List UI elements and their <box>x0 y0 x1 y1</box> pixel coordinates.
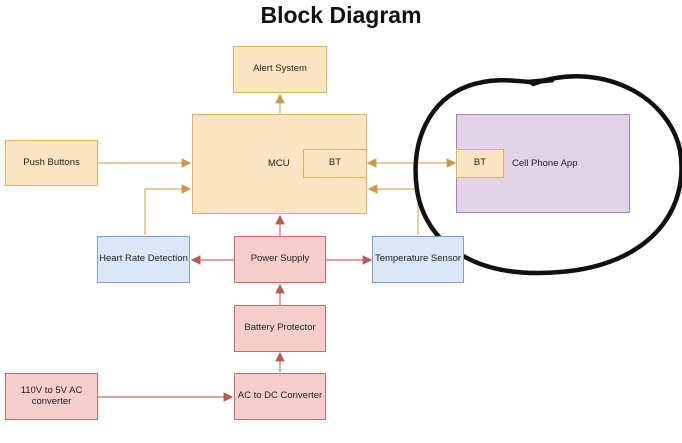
annotation-circle <box>413 74 682 276</box>
ac-to-dc-converter-block: AC to DC Converter <box>234 373 326 420</box>
mcu-bt-block: BT <box>303 149 367 178</box>
mcu-bt-label: BT <box>328 157 342 169</box>
ac-input-label: 110V to 5V AC converter <box>20 384 83 407</box>
arrow-heart-to-mcu <box>144 184 192 235</box>
phone-bt-block: BT <box>456 149 504 178</box>
battery-protector-label: Battery Protector <box>244 322 316 334</box>
cell-phone-app-label: Cell Phone App <box>512 158 578 169</box>
temperature-sensor-label: Temperature Sensor <box>374 253 462 265</box>
ac-to-dc-converter-label: AC to DC Converter <box>237 390 323 402</box>
annotation-circle-tail <box>527 77 555 85</box>
temperature-sensor-block: Temperature Sensor <box>372 236 464 283</box>
mcu-label: MCU <box>268 158 290 169</box>
power-supply-block: Power Supply <box>234 236 326 283</box>
arrow-temp-to-mcu <box>367 184 419 235</box>
alert-system-block: Alert System <box>233 46 327 93</box>
diagram-title: Block Diagram <box>260 2 422 28</box>
battery-protector-block: Battery Protector <box>234 305 326 352</box>
phone-bt-label: BT <box>473 157 487 169</box>
push-buttons-label: Push Buttons <box>23 156 80 168</box>
push-buttons-block: Push Buttons <box>5 140 98 186</box>
heart-rate-detection-label: Heart Rate Detection <box>99 253 188 265</box>
power-supply-label: Power Supply <box>250 253 310 265</box>
heart-rate-detection-block: Heart Rate Detection <box>97 236 190 283</box>
alert-system-label: Alert System <box>253 63 307 75</box>
ac-input-block: 110V to 5V AC converter <box>5 373 98 420</box>
